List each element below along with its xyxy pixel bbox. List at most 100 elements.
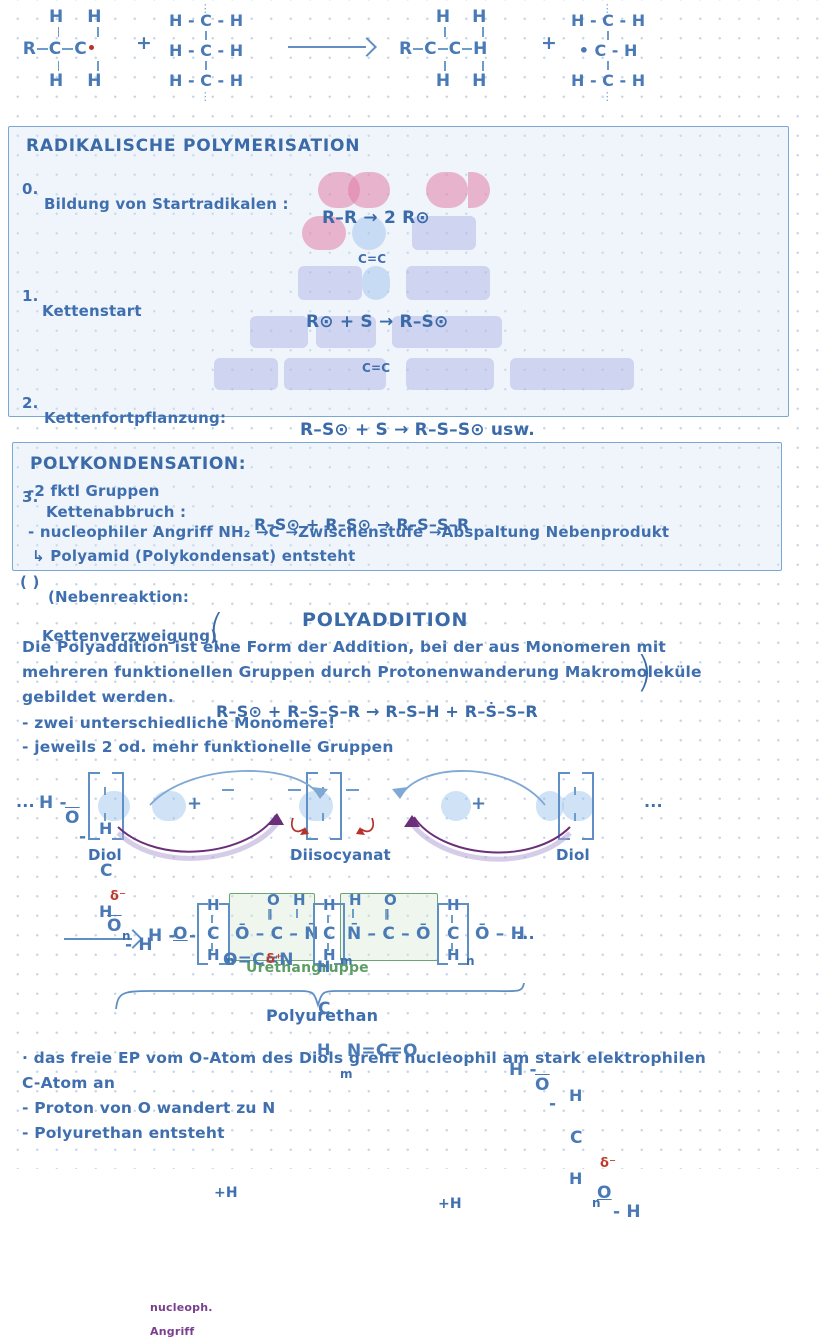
- bracket-close: [582, 772, 594, 840]
- paren-open: (: [208, 605, 225, 654]
- double-bond-marks: ‖: [384, 907, 390, 920]
- plus-sign: +: [136, 32, 153, 54]
- bond-vertical: [327, 915, 329, 923]
- product-alkane: H H R C C H H H: [398, 7, 488, 91]
- step-2-label: Kettenfortpflanzung:: [44, 409, 227, 427]
- step-1-equation: R⊙ + S → R–S⊙: [306, 312, 449, 332]
- atom-h-top: H: [317, 957, 331, 976]
- atom-h-bottom: H: [207, 946, 220, 964]
- step-4-label-2: Kettenverzweigung): [42, 627, 218, 645]
- bracket-open: [437, 903, 448, 965]
- product-h: H -: [148, 926, 176, 946]
- dotted-paper-background: [0, 0, 828, 1169]
- amide-hydrogen: H: [293, 891, 306, 909]
- urethane-left-atoms: Ō – C – N̄: [235, 924, 319, 944]
- diol-left-o2: O: [107, 916, 122, 936]
- subscript-m: m: [340, 1067, 353, 1081]
- step-0-label: Bildung von Startradikalen :: [44, 195, 289, 213]
- bond-vertical: [327, 943, 329, 951]
- atom-c: C: [74, 39, 87, 59]
- radikalische-content: RADIKALISCHE POLYMERISATION 0. Bildung v…: [20, 138, 653, 721]
- highlight-lavender: [316, 316, 376, 348]
- lone-pair-dots: ⋮: [601, 2, 615, 15]
- atom-row-top: H - C - H: [169, 11, 244, 30]
- plus-sign: +: [541, 32, 558, 54]
- bond-vertical: [352, 909, 354, 918]
- bond-vertical: [211, 943, 213, 951]
- step-2-number: 2.: [22, 394, 39, 412]
- step-2-equation: R–S⊙ + S → R–S–S⊙ usw.: [300, 420, 535, 440]
- product-arrow-line: [64, 938, 132, 940]
- polykondensation-line-3: ↳ Polyamid (Polykondensat) entsteht: [32, 547, 356, 565]
- atom-c: C: [570, 1128, 583, 1148]
- label-urethangruppe: Urethangruppe: [246, 960, 369, 976]
- atom-c: C: [100, 861, 113, 881]
- diol-right-o: O: [535, 1075, 550, 1095]
- highlight-lavender: [214, 358, 278, 390]
- reactant-methyl-compound: ⋮ H - C - H H - C - H H - C - H ⋮: [168, 2, 244, 103]
- bond-vertical: [574, 787, 576, 795]
- step-4-equation: R–S⊙ + R–S–S–R → R–S–H + R–Ṡ–S–R: [216, 702, 538, 721]
- carbonyl-oxygen: O: [384, 891, 397, 909]
- bond-vertical: [451, 943, 453, 951]
- diisocyanat-right: N=C=O: [347, 1041, 418, 1061]
- atom-h: H: [49, 71, 64, 91]
- double-bond-marks: ‖: [267, 907, 273, 920]
- highlight-pink: [468, 172, 490, 208]
- diisocyanat-left: O=C=N: [223, 950, 294, 970]
- atom-row-top: H - C - H: [571, 11, 646, 30]
- highlight-lavender: [406, 358, 494, 390]
- bond-vertical: [451, 915, 453, 923]
- atom-h: H: [87, 7, 102, 27]
- subscript-m: m: [340, 954, 353, 968]
- proton-transfer-label-right: +H: [438, 1196, 462, 1212]
- polyaddition-paragraph-line-3: gebildet werden.: [22, 688, 174, 706]
- annotation-angriff: Angriff: [150, 1325, 195, 1338]
- step-1-number: 1.: [22, 287, 39, 305]
- bond-dash: -: [549, 1094, 557, 1114]
- bracket-close: [458, 903, 469, 965]
- heading-polykondensation: POLYKONDENSATION:: [30, 454, 247, 474]
- paren-close: ): [636, 647, 653, 696]
- chain-continuation-dots: ···: [516, 928, 535, 947]
- highlight-lavender: [250, 316, 308, 348]
- polykondensation-line-2: - nucleophiler Angriff NH₂ →C →Zwischens…: [28, 523, 670, 541]
- atom-h: H: [472, 71, 487, 91]
- atom-row-middle: H - C - H: [169, 41, 244, 60]
- product-o: O: [173, 924, 188, 944]
- bond-vertical: [104, 787, 106, 795]
- step-2-above-label: C=C: [362, 361, 391, 375]
- label-polyurethan: Polyurethan: [266, 1006, 379, 1025]
- lone-pair-dots: ⋮: [601, 90, 615, 103]
- delta-plus-label: δ⁺: [266, 952, 283, 967]
- highlight-pink: [302, 216, 346, 250]
- bond-dash: -: [189, 926, 197, 946]
- bond-dash: -: [79, 827, 87, 847]
- chain-continuation-dots-left: ···: [16, 796, 35, 815]
- highlight-pink: [426, 172, 468, 208]
- step-4-label: (Nebenreaktion:: [48, 588, 190, 606]
- diol-left-oh: - H: [125, 935, 153, 955]
- atom-r: R: [399, 39, 413, 59]
- bottom-note-3: - Proton von O wandert zu N: [22, 1099, 276, 1117]
- atom-h-bottom: H: [317, 1040, 331, 1059]
- bracket-open: [88, 772, 100, 840]
- polyaddition-paragraph-line-1: Die Polyaddition ist eine Form der Addit…: [22, 638, 666, 656]
- step-0-number: 0.: [22, 180, 39, 198]
- top-reaction-scheme: H H R C C H H + ⋮ H - C - H H - C - H: [23, 2, 646, 103]
- bottom-note-4: - Polyurethan entsteht: [22, 1124, 225, 1142]
- polyaddition-bullet-2: - jeweils 2 od. mehr funktionelle Gruppe…: [22, 738, 394, 756]
- bond-vertical: [296, 909, 298, 918]
- polyurethane-brace: [115, 983, 525, 1010]
- subscript-n: n: [122, 929, 131, 943]
- highlight-lavender: [284, 358, 386, 390]
- bottom-note-2: C-Atom an: [22, 1074, 116, 1092]
- step-1-label: Kettenstart: [42, 302, 142, 320]
- step-3-equation: R–S⊙ + R–S⊙ → R–S–S–R: [254, 515, 470, 534]
- bottom-note-1: · das freie EP vom O-Atom des Diols grei…: [22, 1049, 707, 1067]
- atom-c: C: [207, 924, 220, 944]
- label-diol-left: Diol: [88, 846, 122, 864]
- subscript-n: n: [466, 954, 475, 968]
- bond-vertical: [104, 813, 106, 821]
- atom-row-bottom: H - C - H: [571, 71, 646, 90]
